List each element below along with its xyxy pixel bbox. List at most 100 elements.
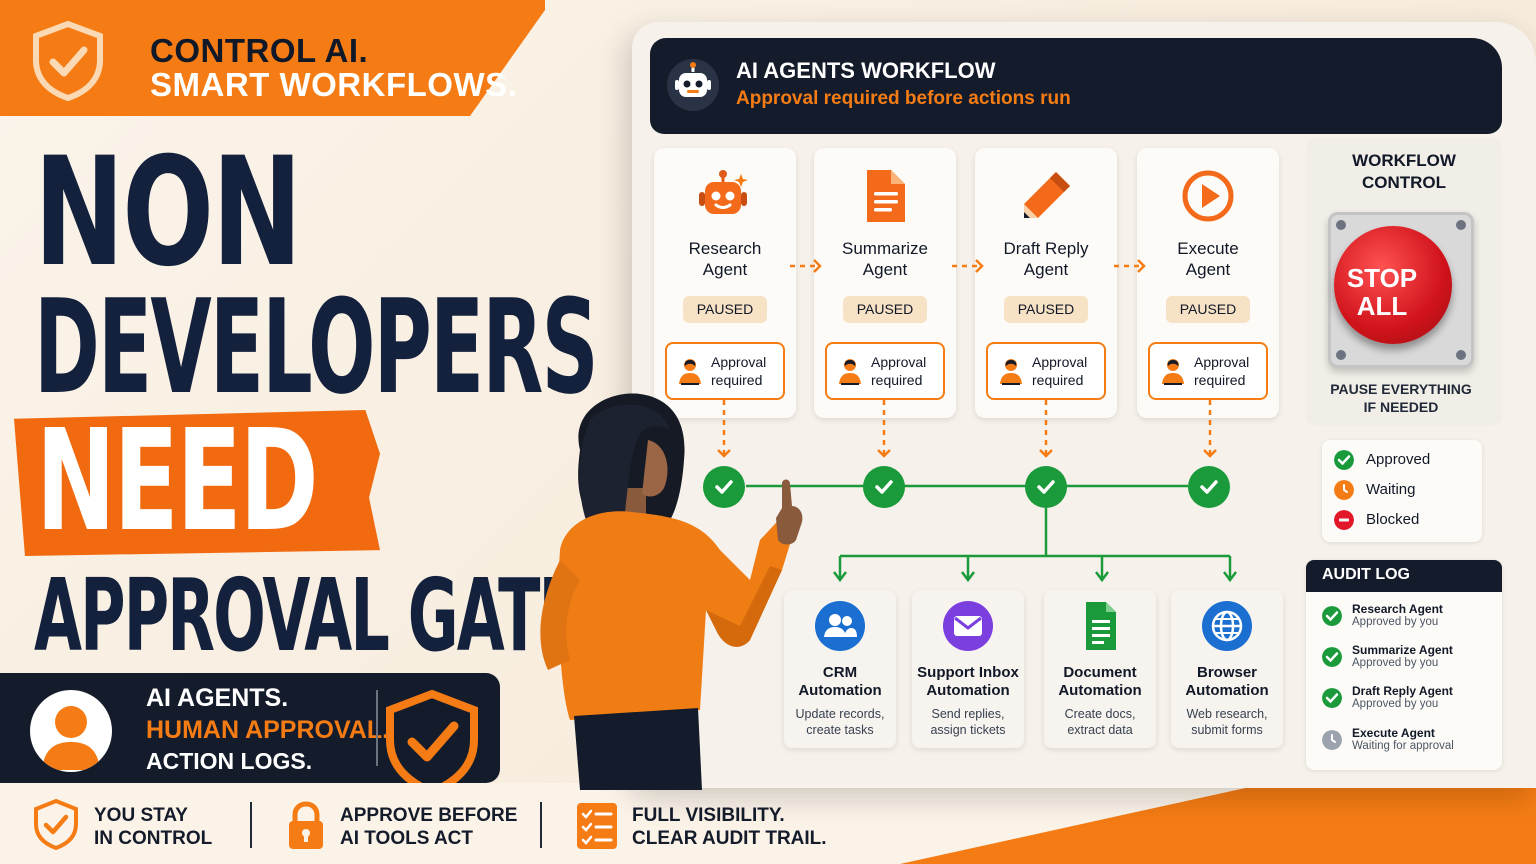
feature-3-line-2: CLEAR AUDIT TRAIL. — [632, 828, 827, 849]
tool-desc-line-1: Update records, — [795, 707, 885, 721]
tool-desc-line-1: Create docs, — [1064, 707, 1136, 721]
shield-check-icon — [34, 798, 78, 850]
tool-description: Web research, submit forms — [1171, 706, 1283, 738]
feature-1-line-2: IN CONTROL — [94, 828, 213, 849]
status-badge: PAUSED — [1004, 296, 1088, 323]
person-icon — [1000, 359, 1022, 385]
audit-entry-status: Approved by you — [1352, 698, 1439, 710]
approval-line-1: Approval — [1194, 354, 1250, 370]
banner-subtitle: SMART WORKFLOWS. — [150, 66, 518, 103]
approved-check-icon — [1322, 647, 1342, 667]
stop-all-label: STOP ALL — [1334, 264, 1430, 320]
agent-card-research[interactable]: Research Agent PAUSED Approval required — [654, 148, 796, 418]
tool-name: Browser Automation — [1171, 664, 1283, 700]
tool-name-line-2: Automation — [798, 682, 882, 699]
stop-label-line-2: ALL — [1356, 291, 1408, 321]
tool-desc-line-2: assign tickets — [930, 723, 1006, 737]
tool-name-line-1: Browser — [1196, 664, 1258, 681]
approved-check-icon — [863, 466, 905, 508]
tool-card-browser[interactable]: Browser Automation Web research, submit … — [1171, 590, 1283, 748]
headline-line-4: APPROVAL GATES — [34, 557, 624, 674]
approval-line-2: required — [1194, 372, 1246, 388]
users-icon — [815, 601, 865, 651]
audit-entry-name: Research Agent — [1352, 602, 1443, 616]
audit-entry-name: Draft Reply Agent — [1352, 684, 1453, 698]
agent-card-draft-reply[interactable]: Draft Reply Agent PAUSED Approval requir… — [975, 148, 1117, 418]
audit-log-header — [1306, 560, 1502, 592]
approval-line-1: Approval — [1032, 354, 1088, 370]
control-title-line-1: WORKFLOW — [1352, 151, 1456, 170]
info-line-1: AI AGENTS. — [146, 684, 289, 712]
approval-required-button[interactable]: Approval required — [665, 342, 785, 400]
document-icon — [867, 170, 905, 222]
checklist-icon — [577, 803, 617, 849]
approval-required-button[interactable]: Approval required — [986, 342, 1106, 400]
tool-desc-line-2: create tasks — [806, 723, 874, 737]
audit-entry-name: Execute Agent — [1352, 726, 1435, 740]
agent-name-line-1: Execute — [1177, 239, 1239, 258]
sheet-icon — [1086, 602, 1116, 650]
approval-label: Approval required — [871, 353, 926, 389]
dashboard-subtitle: Approval required before actions run — [736, 88, 1071, 109]
audit-entry: Execute Agent Waiting for approval — [1352, 726, 1454, 752]
stop-all-button[interactable] — [1334, 226, 1452, 344]
screw-icon — [1456, 350, 1466, 360]
tool-name-line-1: CRM — [822, 664, 858, 681]
agent-name: Research Agent — [654, 238, 796, 280]
clock-icon — [1334, 480, 1354, 500]
agent-name-line-2: Agent — [862, 260, 908, 279]
agent-name-line-2: Agent — [702, 260, 748, 279]
approval-line-2: required — [711, 372, 763, 388]
agent-name-line-1: Research — [688, 239, 762, 258]
tool-card-document[interactable]: Document Automation Create docs, extract… — [1044, 590, 1156, 748]
globe-icon — [1202, 601, 1252, 651]
tool-description: Send replies, assign tickets — [912, 706, 1024, 738]
tool-card-support-inbox[interactable]: Support Inbox Automation Send replies, a… — [912, 590, 1024, 748]
agent-name: Draft Reply Agent — [975, 238, 1117, 280]
tool-name: CRM Automation — [784, 664, 896, 700]
feature-1-line-1: YOU STAY — [94, 805, 188, 826]
approved-check-icon — [1334, 450, 1354, 470]
approval-label: Approval required — [711, 353, 766, 389]
feature-1: YOU STAY IN CONTROL — [94, 804, 212, 850]
agent-name-line-1: Draft Reply — [1003, 239, 1089, 258]
pause-line-2: IF NEEDED — [1363, 399, 1439, 415]
status-badge: PAUSED — [683, 296, 767, 323]
audit-entry-name: Summarize Agent — [1352, 643, 1453, 657]
approved-check-icon — [1322, 688, 1342, 708]
approval-required-button[interactable]: Approval required — [1148, 342, 1268, 400]
agent-name-line-1: Summarize — [842, 239, 928, 258]
dashboard-title: AI AGENTS WORKFLOW — [736, 58, 996, 83]
screw-icon — [1456, 220, 1466, 230]
tool-desc-line-1: Web research, — [1186, 707, 1268, 721]
feature-2: APPROVE BEFORE AI TOOLS ACT — [340, 804, 517, 850]
agent-card-execute[interactable]: Execute Agent PAUSED Approval required — [1137, 148, 1279, 418]
screw-icon — [1336, 350, 1346, 360]
agent-card-summarize[interactable]: Summarize Agent PAUSED Approval required — [814, 148, 956, 418]
clock-icon — [1322, 730, 1342, 750]
audit-entry-status: Approved by you — [1352, 616, 1439, 628]
pause-line-1: PAUSE EVERYTHING — [1330, 381, 1472, 397]
robot-icon — [667, 59, 719, 111]
agent-name-line-2: Agent — [1185, 260, 1231, 279]
approved-check-icon — [1188, 466, 1230, 508]
headline-line-1: NON — [34, 126, 302, 300]
approval-line-2: required — [871, 372, 923, 388]
agent-name: Summarize Agent — [814, 238, 956, 280]
approved-check-icon — [1322, 606, 1342, 626]
approval-required-button[interactable]: Approval required — [825, 342, 945, 400]
info-line-2: HUMAN APPROVAL. — [146, 716, 390, 744]
tool-name-line-2: Automation — [1185, 682, 1269, 699]
status-badge: PAUSED — [843, 296, 927, 323]
audit-entry-status: Waiting for approval — [1352, 740, 1454, 752]
tool-card-crm[interactable]: CRM Automation Update records, create ta… — [784, 590, 896, 748]
feature-2-line-1: APPROVE BEFORE — [340, 805, 518, 826]
headline-line-2: DEVELOPERS — [34, 271, 599, 423]
tool-desc-line-2: submit forms — [1191, 723, 1263, 737]
feature-3: FULL VISIBILITY. CLEAR AUDIT TRAIL. — [632, 804, 827, 850]
legend-approved-label: Approved — [1366, 451, 1431, 468]
tool-name-line-1: Support Inbox — [917, 664, 1019, 681]
woman-illustration — [540, 393, 803, 790]
stop-label-line-1: STOP — [1346, 263, 1418, 293]
agent-name-line-2: Agent — [1023, 260, 1069, 279]
